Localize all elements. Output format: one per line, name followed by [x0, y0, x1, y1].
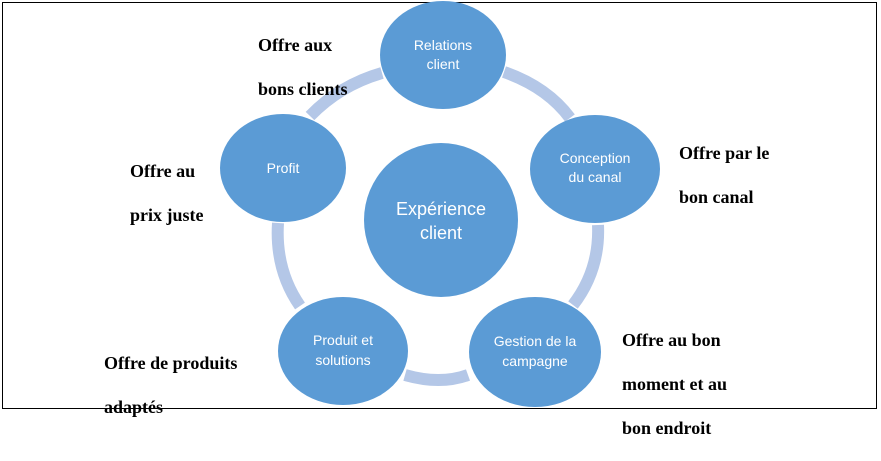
annotation-line: moment et au	[622, 374, 727, 394]
node-circle	[220, 114, 346, 222]
node-label-line2: client	[427, 56, 460, 72]
node-label-line2: solutions	[315, 352, 370, 368]
annotation-line: Offre aux	[258, 35, 333, 55]
node-label-line1: Profit	[267, 160, 300, 176]
node-conception-canal: Conception du canal	[530, 115, 660, 223]
ring-arc-conception-gestion	[568, 224, 605, 309]
node-circle	[469, 297, 601, 407]
center-circle	[364, 143, 518, 297]
node-gestion-campagne: Gestion de la campagne	[469, 297, 601, 407]
node-relations-client: Relations client	[380, 1, 506, 109]
node-label-line1: Gestion de la	[494, 333, 577, 349]
annotation-line: prix juste	[130, 205, 204, 225]
node-label-line1: Conception	[560, 150, 631, 166]
node-circle	[530, 115, 660, 223]
cycle-diagram: Expérience client Relations client Conce…	[220, 1, 660, 407]
node-circle	[380, 1, 506, 109]
node-label-line2: campagne	[502, 353, 568, 369]
node-circle	[278, 297, 408, 405]
ring-arc-relations-conception	[501, 66, 575, 122]
annotation-bon-canal: Offre par le bon canal	[679, 120, 769, 230]
annotation-line: bons clients	[258, 79, 348, 99]
annotation-produits-adaptes: Offre de produits adaptés	[104, 330, 237, 440]
annotation-prix-juste: Offre au prix juste	[130, 138, 204, 248]
ring-arc-profit-relations	[305, 67, 384, 121]
ring-connectors	[271, 66, 605, 386]
annotation-line: Offre de produits	[104, 353, 238, 373]
center-label-line1: Expérience	[396, 199, 486, 219]
node-label-line1: Produit et	[313, 332, 373, 348]
node-produit-solutions: Produit et solutions	[278, 297, 408, 405]
ring-arc-gestion-produit	[403, 369, 471, 386]
center-node: Expérience client	[364, 143, 518, 297]
annotation-line: adaptés	[104, 397, 164, 417]
node-label-line2: du canal	[569, 169, 622, 185]
annotation-line: Offre au bon	[622, 330, 721, 350]
node-label-line1: Relations	[414, 37, 472, 53]
annotation-line: bon canal	[679, 187, 754, 207]
annotation-line: Offre par le	[679, 143, 770, 163]
annotation-line: bon endroit	[622, 418, 712, 438]
annotation-line: Offre au	[130, 161, 196, 181]
annotation-bons-clients: Offre aux bons clients	[258, 12, 348, 122]
ring-arc-produit-profit	[271, 222, 305, 310]
node-profit: Profit	[220, 114, 346, 222]
annotation-bon-moment: Offre au bon moment et au bon endroit	[622, 307, 727, 461]
center-label-line2: client	[420, 223, 462, 243]
